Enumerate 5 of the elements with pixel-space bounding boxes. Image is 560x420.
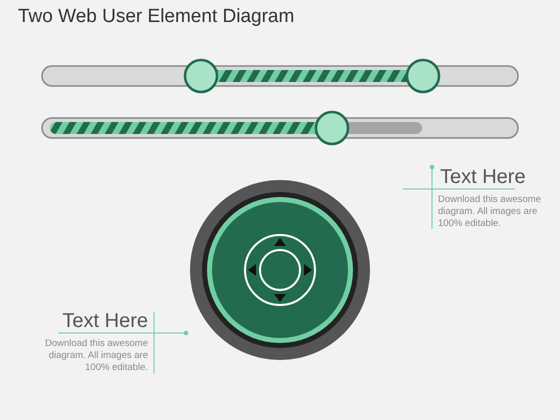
- callout-heading: Text Here: [440, 166, 526, 189]
- diagram-title: Two Web User Element Diagram: [18, 6, 294, 28]
- callout-text: Download this awesome diagram. All images are 100% editable.: [438, 194, 542, 230]
- callout-text: Download this awesome diagram. All images are 100% editable.: [44, 338, 148, 374]
- callout-heading: Text Here: [62, 310, 148, 333]
